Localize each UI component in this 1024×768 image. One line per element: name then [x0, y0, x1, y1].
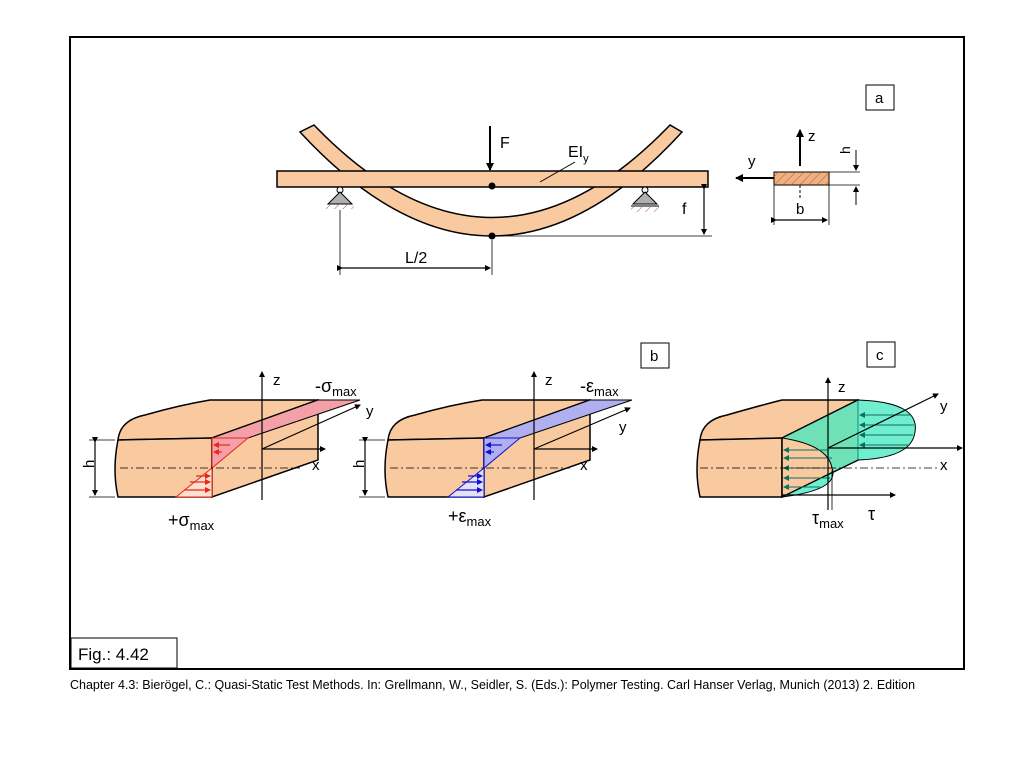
panel-a-box [865, 84, 895, 111]
shear-x-label: x [940, 457, 948, 474]
shear-tau-max-label: τmax [812, 508, 844, 531]
strain-x-label: x [580, 457, 588, 474]
shear-tau-axis-label: τ [868, 504, 875, 524]
bending-test-figure: F EIy L/2 f z y [69, 36, 965, 670]
stiffness-label: EIy [568, 144, 589, 165]
panel-a-label: a [875, 90, 884, 107]
shear-z-label: z [838, 379, 846, 396]
left-support [326, 186, 354, 209]
panel-a-beam: F EIy L/2 f [276, 124, 712, 275]
force-label: F [500, 135, 510, 152]
deflected-center-point [488, 232, 496, 240]
section-z-label: z [808, 128, 816, 145]
stress-bottom-label: +σmax [168, 510, 215, 533]
right-support [631, 186, 659, 212]
panel-c-label: c [876, 347, 884, 364]
strain-y-label: y [619, 419, 627, 436]
figure-frame [69, 36, 965, 670]
panel-b-box [640, 342, 670, 369]
deformed-beam [298, 124, 684, 237]
stress-x-label: x [312, 457, 320, 474]
cross-section: z y h b [735, 128, 860, 225]
figure-number: Fig.: 4.42 [78, 645, 149, 664]
strain-z-label: z [545, 372, 553, 389]
panel-c-box [866, 341, 896, 368]
stress-h-label: h [81, 460, 98, 468]
stress-block: z x y h -σmax +σmax [81, 371, 374, 533]
strain-block: z x y h -εmax +εmax [351, 371, 633, 529]
shear-y-label: y [940, 398, 948, 415]
beam-center-point [488, 182, 496, 190]
section-y-label: y [748, 153, 756, 170]
panel-b-label: b [650, 348, 658, 365]
stress-z-label: z [273, 372, 281, 389]
strain-top-label: -εmax [580, 376, 619, 399]
stress-y-label: y [366, 403, 374, 420]
section-h-label: h [837, 146, 853, 154]
strain-bottom-label: +εmax [448, 506, 492, 529]
stress-top-label: -σmax [315, 376, 357, 399]
deflection-label: f [682, 201, 687, 218]
figure-number-box [70, 637, 178, 669]
shear-block: z x y τ τmax [696, 377, 963, 531]
figure-caption: Chapter 4.3: Bierögel, C.: Quasi-Static … [70, 678, 916, 692]
stiffness-leader [539, 161, 576, 183]
section-b-label: b [796, 201, 804, 218]
strain-h-label: h [351, 460, 368, 468]
half-span-label: L/2 [405, 250, 427, 267]
